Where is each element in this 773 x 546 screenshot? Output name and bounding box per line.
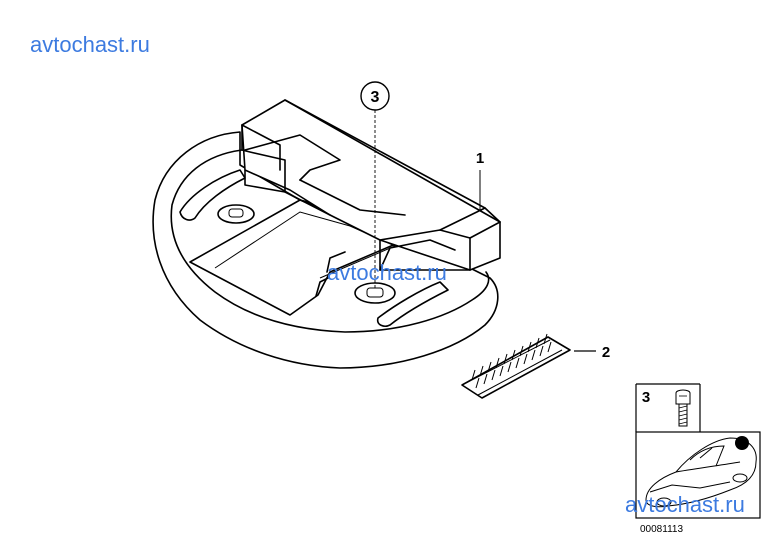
inset-panel: 3 bbox=[635, 383, 761, 519]
callout-3-label: 3 bbox=[371, 89, 380, 106]
car-location-icon bbox=[645, 436, 757, 508]
callout-1-label: 1 bbox=[476, 150, 484, 167]
inset-callout-3-label: 3 bbox=[642, 389, 650, 406]
bolt-icon bbox=[675, 389, 691, 427]
watermark-bottom-right: avtochast.ru bbox=[625, 492, 745, 517]
callout-2-label: 2 bbox=[602, 344, 610, 361]
watermark-top-left: avtochast.ru bbox=[30, 32, 150, 57]
diagram-code: 00081113 bbox=[640, 524, 683, 535]
foam-tray-part bbox=[152, 99, 501, 369]
callout-1-group: 1 bbox=[476, 150, 484, 210]
velcro-strip-part bbox=[461, 333, 571, 399]
callout-2-group: 2 bbox=[574, 344, 610, 361]
callout-3-group: 3 bbox=[360, 81, 390, 290]
watermark-center: avtochast.ru bbox=[327, 260, 447, 285]
